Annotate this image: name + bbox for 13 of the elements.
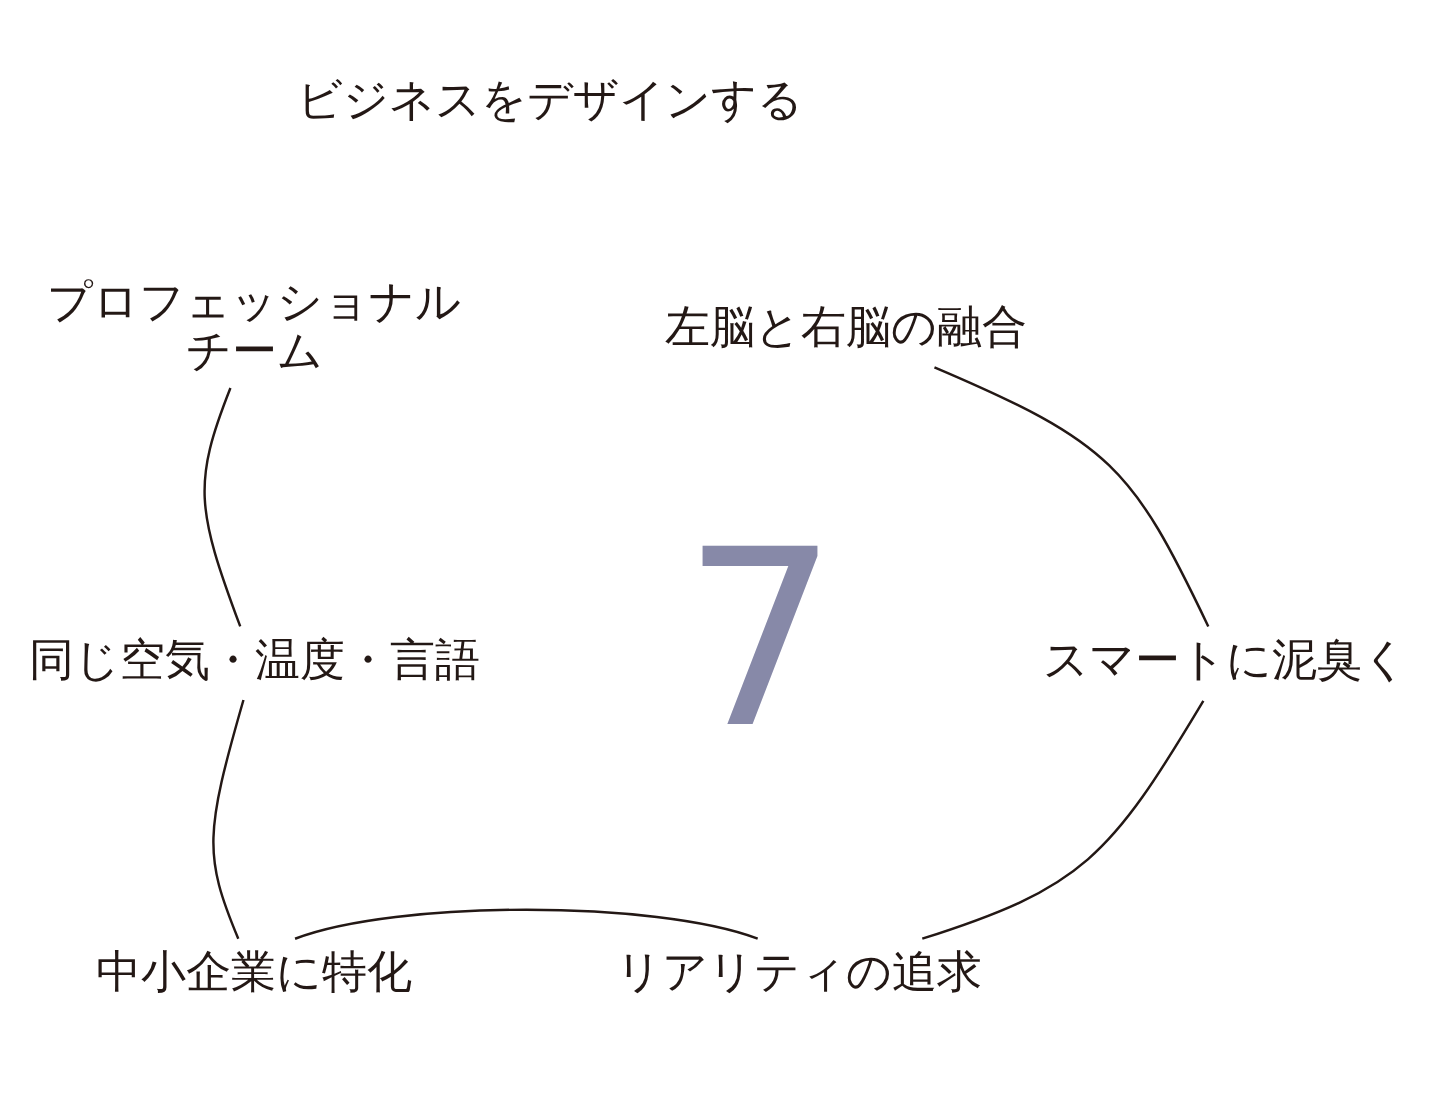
connector <box>933 365 1210 627</box>
connector <box>921 699 1205 940</box>
connector <box>294 908 759 940</box>
node-text: 同じ空気・温度・言語 <box>28 632 480 686</box>
node-text: スマートに泥臭く <box>1043 632 1409 686</box>
connector <box>203 387 242 627</box>
node-text: 中小企業に特化 <box>96 944 413 998</box>
node-text: ビジネスをデザインする <box>297 72 804 126</box>
node-text: 7 <box>682 496 839 782</box>
node-text: プロフェッショナルチーム <box>47 274 462 377</box>
node-text: 左脳と右脳の融合 <box>665 299 1028 353</box>
connector <box>212 699 245 939</box>
node-text: リアリティの追求 <box>616 944 983 998</box>
